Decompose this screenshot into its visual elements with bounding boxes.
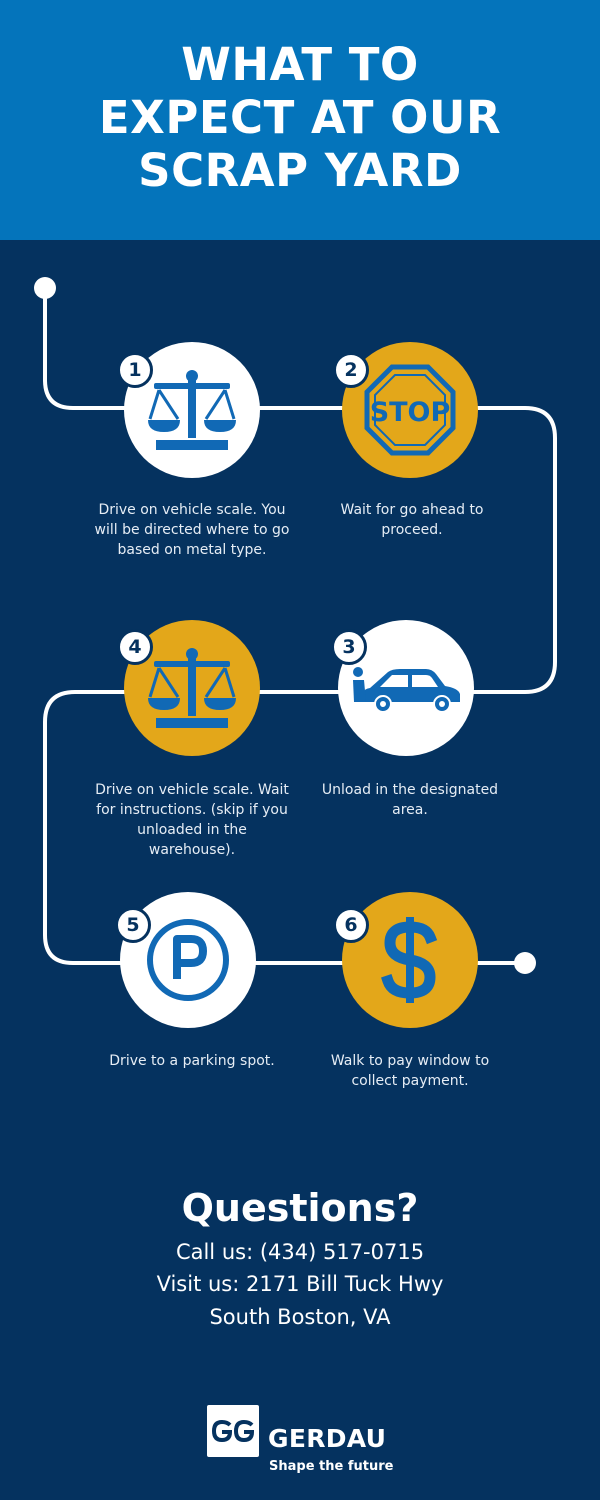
stop-sign-icon: STOP	[364, 364, 456, 456]
step-3-description: Unload in the designated area.	[321, 782, 499, 818]
step-3-circle	[338, 620, 474, 756]
header-banner	[0, 0, 600, 240]
step-2-badge: 2	[333, 352, 369, 388]
path-start-dot	[34, 277, 56, 299]
step-4-badge: 4	[117, 629, 153, 665]
gerdau-logo-icon	[207, 1405, 259, 1457]
address-line-2: South Boston, VA	[209, 1305, 391, 1329]
brand-tagline: Shape the future	[269, 1459, 394, 1474]
stop-sign-text: STOP	[370, 397, 451, 428]
scale-icon	[148, 648, 236, 728]
scale-icon	[148, 370, 236, 450]
step-1-badge: 1	[117, 352, 153, 388]
step-1-description: Drive on vehicle scale. You will be dire…	[94, 502, 290, 558]
title-line-3: SCRAP YARD	[138, 144, 462, 197]
brand-name: GERDAU	[268, 1424, 387, 1453]
step-1-circle	[124, 342, 260, 478]
step-3-badge: 3	[331, 629, 367, 665]
step-4-description: Drive on vehicle scale. Wait for instruc…	[95, 782, 289, 858]
address-line-1: Visit us: 2171 Bill Tuck Hwy	[156, 1272, 444, 1296]
car-icon	[353, 667, 460, 713]
step-5-badge: 5	[115, 907, 151, 943]
step-4-circle	[124, 620, 260, 756]
phone-line: Call us: (434) 517-0715	[175, 1240, 425, 1264]
parking-icon	[147, 919, 229, 1001]
step-2-description: Wait for go ahead to proceed.	[340, 502, 484, 538]
title-line-1: WHAT TO	[181, 38, 419, 91]
questions-title: Questions?	[181, 1186, 419, 1230]
title-line-2: EXPECT AT OUR	[98, 91, 502, 144]
dollar-icon	[381, 917, 438, 1003]
step-6-badge: 6	[333, 907, 369, 943]
step-6-description: Walk to pay window to collect payment.	[330, 1053, 490, 1089]
step-5-description: Drive to a parking spot.	[109, 1053, 275, 1069]
page-title: WHAT TO EXPECT AT OUR SCRAP YARD	[0, 38, 600, 197]
path-end-dot	[514, 952, 536, 974]
